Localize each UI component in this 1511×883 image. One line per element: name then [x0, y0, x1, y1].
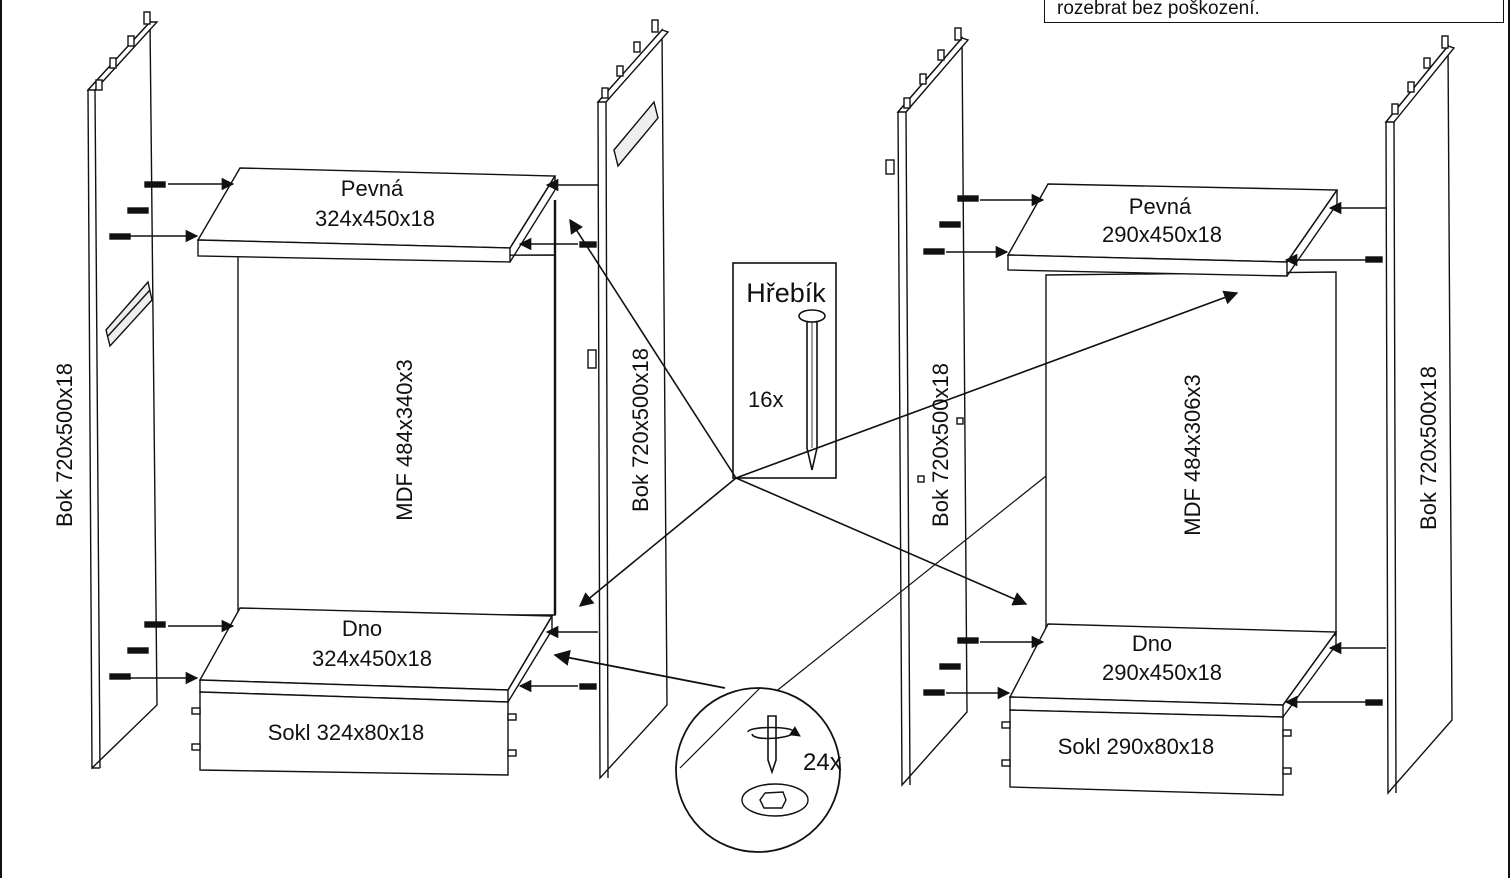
- left-unit-plinth-label: Sokl 324x80x18: [268, 720, 425, 745]
- left-unit-side-right-label: Bok 720x500x18: [628, 348, 653, 512]
- left-unit-side-right-panel: [587, 19, 670, 780]
- left-unit: [86, 11, 670, 780]
- screw-callout-arrow: [553, 649, 726, 689]
- left-unit-back-panel: [237, 200, 557, 616]
- left-unit-side-left-panel: [86, 11, 159, 770]
- nail-callout-box: [732, 262, 837, 479]
- screw-callout-count: 24x: [803, 749, 842, 776]
- right-unit: [885, 27, 1456, 796]
- left-unit-arrows: [130, 177, 598, 693]
- assembly-note: rozebrat bez poškození.: [1044, 0, 1504, 23]
- left-unit-bottom-name: Dno: [342, 616, 382, 641]
- cam-lock-icon: [741, 783, 809, 817]
- nail-callout-count: 16x: [748, 387, 783, 412]
- right-unit-fittings: [923, 195, 1383, 706]
- left-unit-bottom-dims: 324x450x18: [312, 646, 432, 671]
- left-unit-top-shelf: [196, 167, 557, 263]
- right-unit-arrows: [946, 193, 1386, 709]
- screwdriver-icon: [747, 715, 801, 775]
- right-unit-bottom-name: Dno: [1132, 631, 1172, 656]
- left-unit-plinth: [191, 691, 517, 776]
- nail-icon: [798, 309, 826, 471]
- right-unit-plinth: [1001, 709, 1292, 796]
- right-unit-side-right-panel: [1384, 35, 1456, 795]
- left-unit-back-panel-label: MDF 484x340x3: [392, 359, 417, 520]
- right-unit-plinth-label: Sokl 290x80x18: [1058, 734, 1215, 759]
- right-unit-side-right-label: Bok 720x500x18: [1416, 366, 1441, 530]
- nail-callout-arrows: [569, 218, 1239, 607]
- right-unit-top-name: Pevná: [1129, 194, 1192, 219]
- left-unit-side-left-label: Bok 720x500x18: [52, 363, 77, 527]
- right-unit-bottom-dims: 290x450x18: [1102, 660, 1222, 685]
- right-unit-side-left-label: Bok 720x500x18: [928, 363, 953, 527]
- right-unit-side-left-panel: [885, 27, 970, 787]
- screw-callout: [553, 475, 1047, 853]
- left-unit-top-name: Pevná: [341, 176, 404, 201]
- left-unit-top-dims: 324x450x18: [315, 206, 435, 231]
- nail-callout-title: Hřebík: [746, 278, 826, 308]
- nail-callout: [569, 218, 1239, 607]
- right-unit-top-dims: 290x450x18: [1102, 222, 1222, 247]
- right-unit-back-panel-label: MDF 484x306x3: [1180, 374, 1205, 535]
